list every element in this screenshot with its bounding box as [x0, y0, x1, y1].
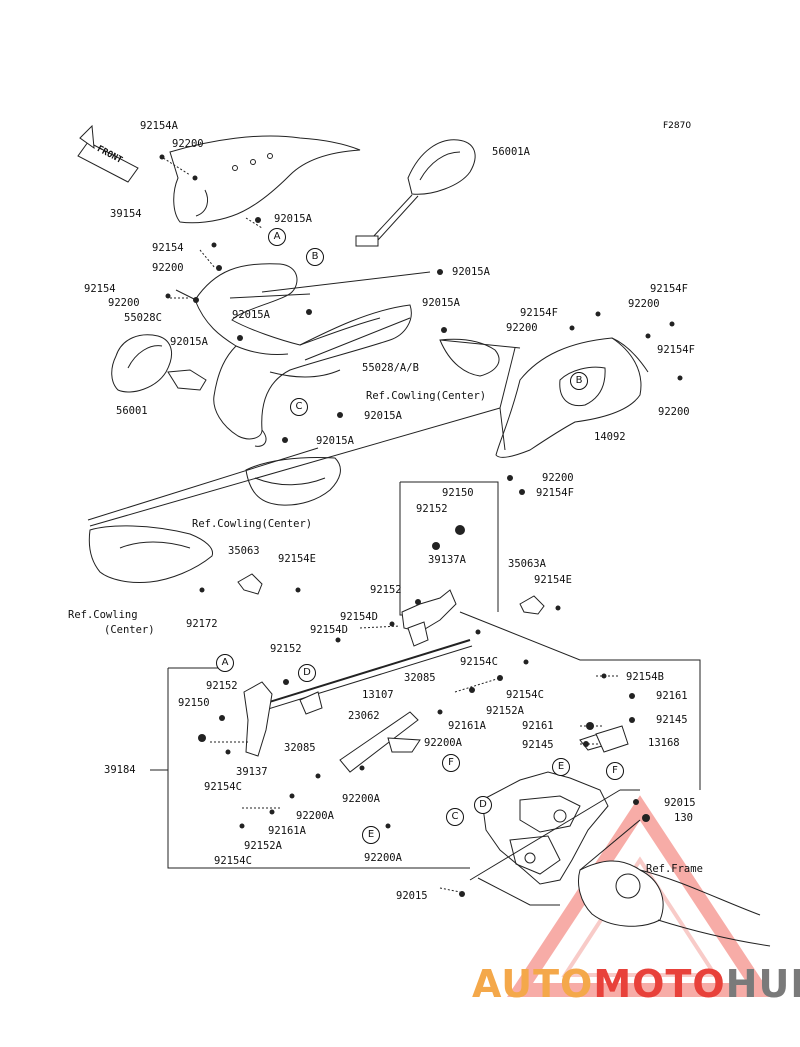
label-92145: 92145 [656, 714, 688, 726]
label-92200A: 92200A [424, 737, 462, 749]
label-92150: 92150 [442, 487, 474, 499]
callout-C: C [446, 808, 464, 826]
label-92015: 92015 [396, 890, 428, 902]
label-92161A: 92161A [448, 720, 486, 732]
label-92200: 92200 [628, 298, 660, 310]
label-92015A: 92015A [232, 309, 270, 321]
label-92154C: 92154C [506, 689, 544, 701]
callout-B: B [306, 248, 324, 266]
callout-F: F [606, 762, 624, 780]
label-92200A: 92200A [364, 852, 402, 864]
label-56001A: 56001A [492, 146, 530, 158]
label-92154C: 92154C [204, 781, 242, 793]
label-92200: 92200 [658, 406, 690, 418]
label-39184: 39184 [104, 764, 136, 776]
callout-E: E [552, 758, 570, 776]
callout-F: F [442, 754, 460, 772]
label-92161A: 92161A [268, 825, 306, 837]
label-92161: 92161 [656, 690, 688, 702]
label-92172: 92172 [186, 618, 218, 630]
callout-A: A [216, 654, 234, 672]
label-92161: 92161 [522, 720, 554, 732]
front-arrow-icon [77, 124, 139, 183]
label-13107: 13107 [362, 689, 394, 701]
figure-id: F2870 [663, 121, 692, 131]
label-55028C: 55028C [124, 312, 162, 324]
label-56001: 56001 [116, 405, 148, 417]
label-35063A: 35063A [508, 558, 546, 570]
callout-B: B [570, 372, 588, 390]
label-92154F: 92154F [536, 487, 574, 499]
label-92154A: 92154A [140, 120, 178, 132]
label-32085: 32085 [284, 742, 316, 754]
label-92154E: 92154E [534, 574, 572, 586]
label-92154C: 92154C [214, 855, 252, 867]
windshield-shape [169, 135, 361, 224]
watermark-part-auto: AUTO [472, 962, 594, 1006]
label-92154F: 92154F [650, 283, 688, 295]
label-92015A: 92015A [274, 213, 312, 225]
callout-E: E [362, 826, 380, 844]
callout-C: C [290, 398, 308, 416]
callout-A: A [268, 228, 286, 246]
label-ref-cowling-center-line2: (Center) [104, 624, 155, 636]
label-55028AB: 55028/A/B [362, 362, 419, 374]
label-39137A: 39137A [428, 554, 466, 566]
label-92200: 92200 [108, 297, 140, 309]
label-35063: 35063 [228, 545, 260, 557]
label-92154D: 92154D [340, 611, 378, 623]
label-92150: 92150 [178, 697, 210, 709]
label-92152: 92152 [206, 680, 238, 692]
watermark-part-hub: HUB [725, 962, 800, 1006]
label-92200A: 92200A [296, 810, 334, 822]
label-ref-cowling-center: Ref.Cowling(Center) [366, 390, 487, 402]
label-92145: 92145 [522, 739, 554, 751]
label-92152: 92152 [370, 584, 402, 596]
label-92200A: 92200A [342, 793, 380, 805]
label-130: 130 [674, 812, 693, 824]
label-39154: 39154 [110, 208, 142, 220]
watermark-part-moto: MOTO [593, 962, 726, 1006]
label-92015A: 92015A [452, 266, 490, 278]
label-ref-cowling: Ref.Cowling [68, 609, 138, 621]
label-92015: 92015 [664, 797, 696, 809]
label-14092: 14092 [594, 431, 626, 443]
label-92015A: 92015A [364, 410, 402, 422]
upper-cowling-shape [194, 263, 412, 440]
label-92154F: 92154F [520, 307, 558, 319]
label-92154: 92154 [152, 242, 184, 254]
label-92154C: 92154C [460, 656, 498, 668]
label-13168: 13168 [648, 737, 680, 749]
left-mirror-shape [111, 334, 207, 393]
label-39137: 39137 [236, 766, 268, 778]
lower-cowling-shape [245, 457, 341, 506]
label-92154B: 92154B [626, 671, 664, 683]
right-mirror-shape [355, 139, 476, 247]
label-92200: 92200 [152, 262, 184, 274]
label-ref-frame: Ref.Frame [646, 863, 703, 875]
label-92015A: 92015A [422, 297, 460, 309]
label-32085: 32085 [404, 672, 436, 684]
callout-D: D [474, 796, 492, 814]
label-ref-cowling-center: Ref.Cowling(Center) [192, 518, 313, 530]
label-92200: 92200 [506, 322, 538, 334]
label-92154F: 92154F [657, 344, 695, 356]
label-92015A: 92015A [170, 336, 208, 348]
label-92200: 92200 [172, 138, 204, 150]
label-92015A: 92015A [316, 435, 354, 447]
callout-D: D [298, 664, 316, 682]
label-23062: 23062 [348, 710, 380, 722]
label-92152A: 92152A [244, 840, 282, 852]
label-92200: 92200 [542, 472, 574, 484]
label-92152: 92152 [270, 643, 302, 655]
label-92154D: 92154D [310, 624, 348, 636]
watermark-logo-text: AUTOMOTOHUB [472, 962, 800, 1006]
label-92154: 92154 [84, 283, 116, 295]
label-92152: 92152 [416, 503, 448, 515]
label-92152A: 92152A [486, 705, 524, 717]
label-92154E: 92154E [278, 553, 316, 565]
